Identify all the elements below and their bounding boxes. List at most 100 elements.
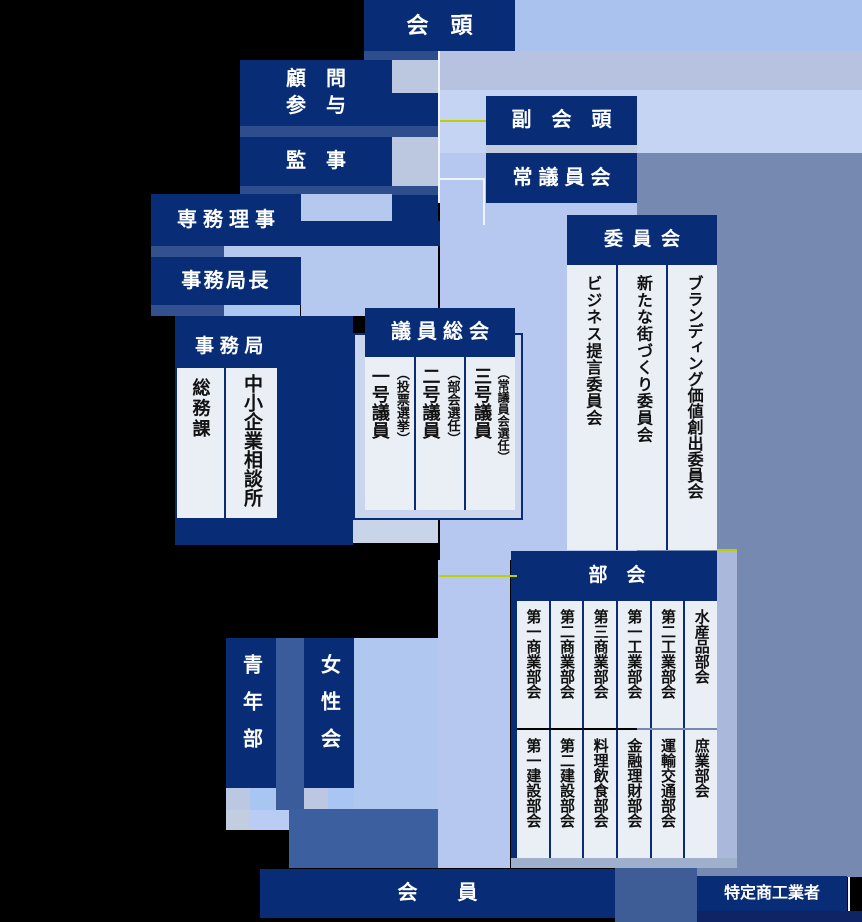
org-node-president: 会 頭 <box>364 0 515 51</box>
bg-under-womens-b <box>328 788 354 810</box>
sections-row-1: 第一商業部会 第二商業部会 第三商業部会 第一工業部会 第二工業部会 水産品部会 <box>517 601 718 728</box>
bg-light-right-of-senmu <box>301 194 392 221</box>
assembly-member-2: 二号議員 （部会選任） <box>415 357 465 510</box>
member-1-label: 一号議員 <box>369 367 390 439</box>
bg-step-b <box>249 810 289 830</box>
bg-strip-under-kyokucho-a <box>151 305 224 316</box>
bg-light-right-of-kyokucho <box>301 246 438 316</box>
connector-sections <box>439 575 517 577</box>
bg-under-youth-a <box>226 788 250 810</box>
bg-decor-3 <box>392 137 438 186</box>
org-node-womens-association: 女性会 <box>304 638 354 788</box>
section-cell: 第一商業部会 <box>517 601 549 728</box>
secretary-general-label: 事務局長 <box>181 269 271 292</box>
bg-right-of-womens <box>354 638 438 810</box>
designated-traders-label: 特定商工業者 <box>723 884 820 902</box>
assembly-member-1: 一号議員 （投票選挙） <box>365 357 414 510</box>
org-node-designated-traders: 特定商工業者 <box>697 876 847 911</box>
bg-strip-under-president <box>364 51 440 60</box>
general-assembly-label: 議員総会 <box>391 321 495 343</box>
member-2-note: （部会選任） <box>445 367 461 445</box>
bg-step-a <box>226 810 249 830</box>
bg-trunk-lower <box>438 560 510 868</box>
committees-columns: ビジネス提言委員会 新たな街づくり委員会 ブランディング価値創出委員会 <box>567 265 718 550</box>
org-node-members: 会 員 <box>260 869 615 918</box>
org-node-executive-director: 専務理事 <box>151 194 301 246</box>
section-cell: 庶業部会 <box>685 730 718 858</box>
member-3-note: （常議員会選任） <box>496 367 511 463</box>
bg-strip-under-auditor <box>240 186 438 195</box>
edge-right-of-traders <box>848 877 850 911</box>
org-node-committees: 委員会 <box>567 215 717 265</box>
secretariat-dept-somuka: 総務課 <box>177 368 224 518</box>
section-cell: 水産品部会 <box>685 601 718 728</box>
bg-sections-left-border <box>511 551 517 858</box>
bg-strip-under-advisors <box>240 126 438 137</box>
bg-bottom-navy-strip <box>697 911 862 922</box>
org-node-standing-council: 常議員会 <box>486 153 637 203</box>
org-node-secretary-general: 事務局長 <box>151 257 301 305</box>
secretariat-dept-soudanjo: 中小企業相談所 <box>226 368 277 518</box>
org-node-advisors: 顧 問 参 与 <box>240 60 392 126</box>
executive-director-label: 専務理事 <box>177 208 281 231</box>
secretariat-departments: 総務課 中小企業相談所 <box>177 368 277 518</box>
connector-standing-council-drop <box>483 178 485 225</box>
vice-president-label: 副 会 頭 <box>511 109 612 131</box>
section-cell: 第一工業部会 <box>618 601 650 728</box>
assembly-members: 一号議員 （投票選挙） 二号議員 （部会選任） 三号議員 （常議員会選任） <box>365 357 516 510</box>
member-1-note: （投票選挙） <box>394 367 410 445</box>
trunk-line <box>438 51 440 203</box>
bg-sections-bottom-band <box>511 858 737 868</box>
auditor-label: 監 事 <box>286 150 346 172</box>
org-node-vice-president: 副 会 頭 <box>486 96 637 145</box>
section-cell: 第二工業部会 <box>651 601 684 728</box>
womens-association-label: 女性会 <box>317 654 340 765</box>
bg-under-assembly <box>353 518 438 543</box>
connector-committees-right <box>717 549 737 551</box>
section-cell: 第二建設部会 <box>550 730 583 858</box>
bg-strip-under-kyokucho-b <box>224 305 300 316</box>
bg-bottom-slate-block <box>289 809 438 868</box>
connector-vice-president <box>440 120 486 122</box>
section-cell: 運輸交通部会 <box>651 730 684 858</box>
president-label: 会 頭 <box>406 12 473 38</box>
bg-youth-slate-strip <box>276 638 304 810</box>
sections-label: 部 会 <box>588 565 646 587</box>
section-cell: 第一建設部会 <box>517 730 549 858</box>
member-2-label: 二号議員 <box>420 367 441 439</box>
committee-branding: ブランディング価値創出委員会 <box>668 265 718 550</box>
committee-machizukuri: 新たな街づくり委員会 <box>617 265 667 550</box>
bg-sections-right-strip <box>717 551 737 858</box>
advisors-line2: 参 与 <box>286 95 346 117</box>
bg-decor-2 <box>392 93 438 126</box>
bg-strip-under-vice-president <box>486 145 637 153</box>
bg-under-womens-a <box>304 788 328 810</box>
member-3-label: 三号議員 <box>472 367 493 439</box>
assembly-member-3: 三号議員 （常議員会選任） <box>466 357 516 510</box>
bg-decor-4 <box>392 195 438 221</box>
bg-strip-under-senmu-a <box>151 246 224 257</box>
org-node-sections: 部 会 <box>517 551 717 601</box>
bg-upper-band <box>440 51 862 90</box>
org-node-general-assembly: 議員総会 <box>365 308 515 357</box>
members-label: 会 員 <box>397 882 478 904</box>
bg-connector-band-senmu <box>301 221 440 246</box>
section-cell: 第三商業部会 <box>584 601 617 728</box>
standing-council-label: 常議員会 <box>512 166 617 189</box>
committee-business: ビジネス提言委員会 <box>567 265 616 550</box>
bg-bottom-mid-slate <box>615 868 697 922</box>
advisors-line1: 顧 問 <box>286 68 346 90</box>
org-node-auditor: 監 事 <box>240 137 392 186</box>
somuka-label: 総務課 <box>190 378 211 441</box>
sections-row-2: 第一建設部会 第二建設部会 料理飲食部会 金融理財部会 運輸交通部会 庶業部会 <box>517 730 718 858</box>
org-node-youth-division: 青年部 <box>226 638 276 788</box>
committees-label: 委員会 <box>603 229 690 251</box>
bg-strip-under-senmu-b <box>224 246 301 257</box>
section-cell: 料理飲食部会 <box>584 730 617 858</box>
section-cell: 第二商業部会 <box>550 601 583 728</box>
soudanjo-label: 中小企業相談所 <box>241 374 262 507</box>
connector-standing-council <box>440 178 483 180</box>
bg-top-right-panel <box>514 0 862 51</box>
youth-division-label: 青年部 <box>239 654 262 765</box>
